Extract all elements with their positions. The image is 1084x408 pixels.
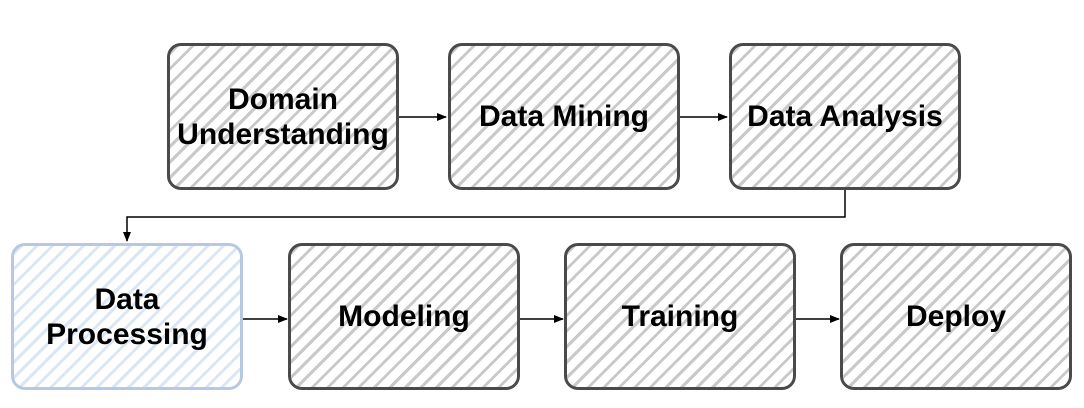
node-deploy[interactable]: Deploy: [840, 243, 1072, 390]
node-label: Data Processing: [46, 282, 208, 351]
node-domain-understanding[interactable]: Domain Understanding: [167, 43, 399, 190]
node-label: Domain Understanding: [177, 82, 389, 151]
node-training[interactable]: Training: [564, 243, 796, 390]
node-data-processing[interactable]: Data Processing: [11, 243, 243, 390]
node-label: Data Analysis: [747, 100, 943, 133]
node-modeling[interactable]: Modeling: [288, 243, 520, 390]
node-data-mining[interactable]: Data Mining: [448, 43, 680, 190]
node-label: Training: [621, 300, 739, 333]
node-label: Deploy: [905, 300, 1007, 333]
node-label: Modeling: [338, 300, 470, 333]
node-label: Data Mining: [479, 100, 649, 133]
node-data-analysis[interactable]: Data Analysis: [729, 43, 961, 190]
edge-data-analysis-to-data-processing: [123, 190, 846, 242]
